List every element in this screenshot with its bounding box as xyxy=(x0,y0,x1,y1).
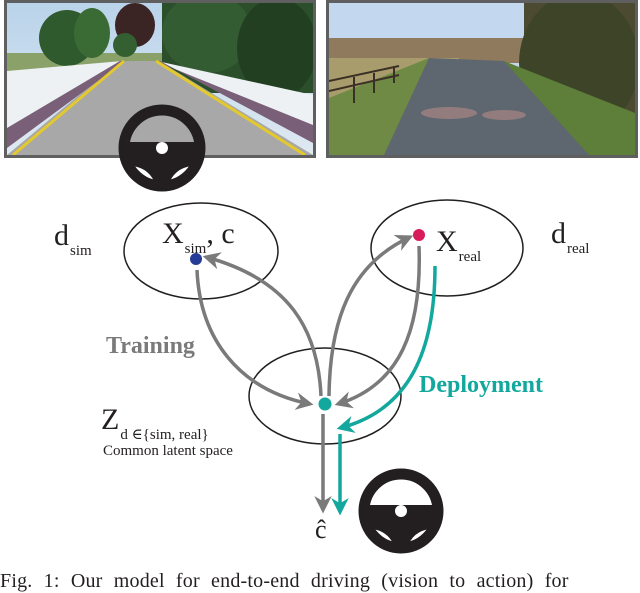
real-domain-label: dreal xyxy=(551,217,590,257)
latent-dot xyxy=(318,397,332,411)
real-domain-ellipse xyxy=(370,199,524,297)
steering-wheel-icon xyxy=(358,468,444,554)
figure-caption: Fig. 1: Our model for end-to-end driving… xyxy=(0,570,569,592)
training-arrow-real-to-latent xyxy=(334,245,422,409)
latent-space-label: Zd ∈{sim, real} xyxy=(101,403,209,443)
real-sample-dot xyxy=(413,229,425,241)
training-arrow-sim-to-latent xyxy=(195,269,314,410)
real-scene-image xyxy=(326,0,638,158)
sim-data-label: Xsim, c xyxy=(162,217,235,257)
steering-wheel-icon xyxy=(118,104,206,192)
deployment-arrow-real-to-latent xyxy=(336,265,437,433)
training-arrow-latent-to-sim xyxy=(202,252,323,397)
training-arrow-latent-to-real xyxy=(327,235,414,397)
sim-domain-label: dsim xyxy=(54,219,92,259)
deployment-label: Deployment xyxy=(419,372,543,398)
latent-space-ellipse xyxy=(248,347,402,445)
latent-space-description: Common latent space xyxy=(103,443,233,459)
sim-sample-dot xyxy=(190,253,202,265)
training-label: Training xyxy=(106,333,195,359)
real-scene-illustration xyxy=(329,3,635,155)
real-data-label: Xreal xyxy=(436,225,482,265)
predicted-control-label: ĉ xyxy=(315,515,327,544)
